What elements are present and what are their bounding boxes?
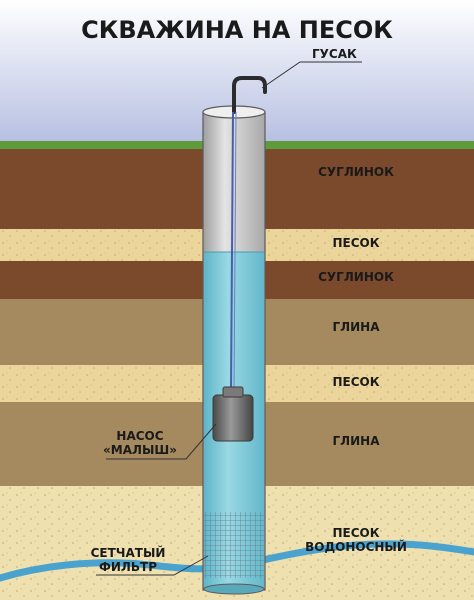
filter-label-line2: ФИЛЬТР (99, 560, 157, 574)
pump-label-line1: НАСОС (116, 429, 163, 443)
layer-label-2: ПЕСОК (332, 236, 379, 250)
mesh-filter (204, 512, 264, 578)
layer-label-5: ПЕСОК (332, 375, 379, 389)
layer-label-1: СУГЛИНОК (318, 165, 394, 179)
layer-label-4: ГЛИНА (333, 320, 381, 334)
diagram-title: СКВАЖИНА НА ПЕСОК (81, 16, 393, 44)
pump-leader (106, 423, 217, 460)
filter-leader (96, 555, 209, 576)
pump-hose (230, 111, 234, 393)
casing-bottom (203, 583, 265, 595)
aquifer-label-line2: ВОДОНОСНЫЙ (305, 539, 407, 554)
filter-label-line1: СЕТЧАТЫЙ (91, 545, 166, 560)
pump-cap (222, 386, 244, 398)
layer-label-3: СУГЛИНОК (318, 270, 394, 284)
gooseneck-leader (261, 61, 362, 89)
gooseneck-pipe (232, 76, 267, 114)
pump-body (212, 394, 254, 442)
aquifer-label-line1: ПЕСОК (332, 526, 379, 540)
pump-cable (233, 111, 237, 393)
gooseneck-label: ГУСАК (312, 47, 357, 61)
layer-label-6: ГЛИНА (333, 434, 381, 448)
pump-label-line2: «МАЛЫШ» (103, 443, 177, 457)
